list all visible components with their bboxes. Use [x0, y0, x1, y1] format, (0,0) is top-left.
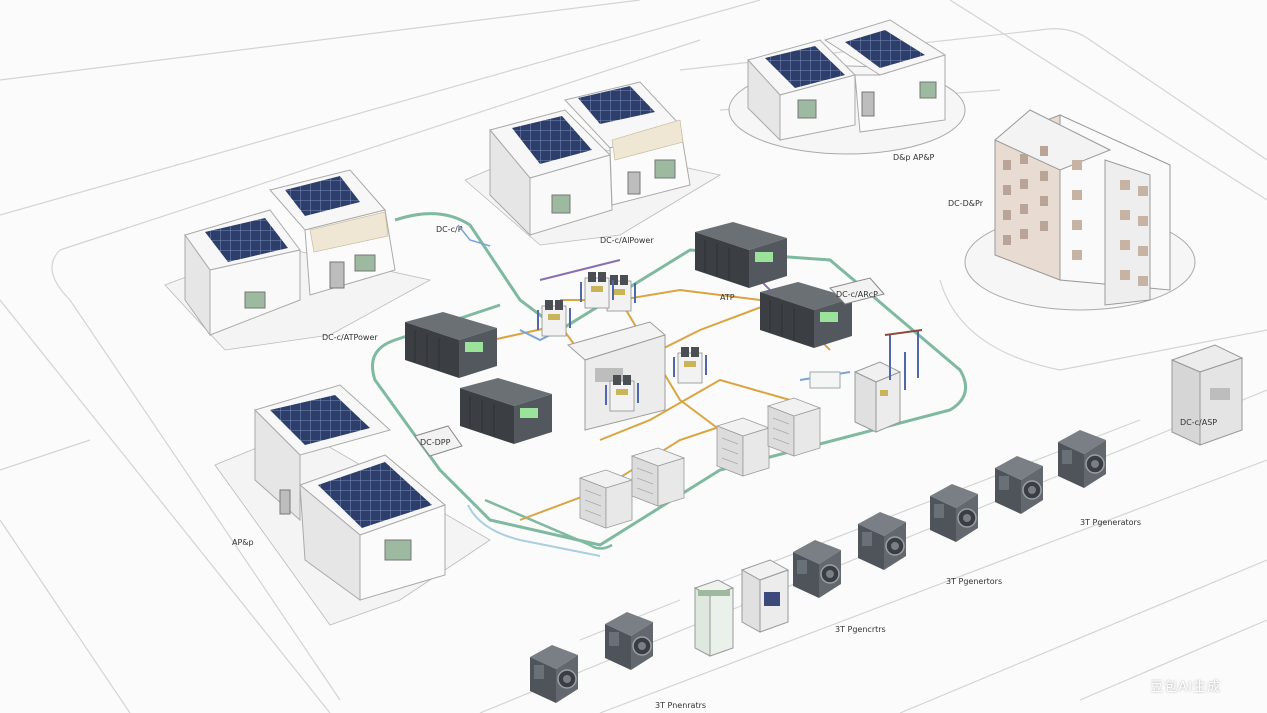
apartment-building: DC-D&Pr [948, 109, 1196, 311]
generator-row: 3T Pgencrtrs 3T Pgenertors 3T Pgenerator… [529, 429, 1141, 710]
label-generator-row-4: 3T Pnenratrs [655, 701, 706, 710]
house-north: DC-c/AlPower [464, 81, 722, 246]
house-northwest: DC-c/ATPower [164, 169, 432, 351]
label-junction-tag: DC-DPP [420, 438, 451, 447]
label-generator-row-1: 3T Pgencrtrs [835, 625, 886, 634]
info-board-icon: DC-DPP [414, 425, 463, 457]
solar-panel-icon [205, 218, 288, 262]
house-northeast: D&p AP&P [728, 19, 966, 162]
house-southwest: AP&p [214, 384, 491, 626]
label-house-southwest: AP&p [232, 538, 254, 547]
label-generator-row-2: 3T Pgenertors [946, 577, 1002, 586]
battery-storage-icon [404, 311, 498, 379]
label-inverter-tag: ATP [720, 293, 735, 302]
distribution-cabinet: DC-c/ASP [1170, 344, 1244, 446]
generator-icon [529, 644, 579, 704]
dc-loop [371, 212, 968, 557]
label-house-northwest: DC-c/ATPower [322, 333, 378, 342]
label-cabinet-tag: DC-c/ASP [1180, 418, 1217, 427]
label-transformer-tag: DC-c/ARcP [836, 290, 878, 299]
label-house-northeast: D&p AP&P [893, 153, 935, 162]
watermark-text: 豆包AI生成 [1150, 680, 1221, 695]
label-generator-row-3: 3T Pgenerators [1080, 518, 1141, 527]
transformer-icon [579, 469, 633, 529]
label-apartment: DC-D&Pr [948, 199, 984, 208]
central-equipment: DC-DPP DC-c/ARcP ATP DC-c/P [404, 221, 923, 529]
label-house-north: DC-c/AlPower [600, 236, 654, 245]
label-meter-tag: DC-c/P [436, 225, 463, 234]
switchgear-icon [537, 299, 571, 337]
